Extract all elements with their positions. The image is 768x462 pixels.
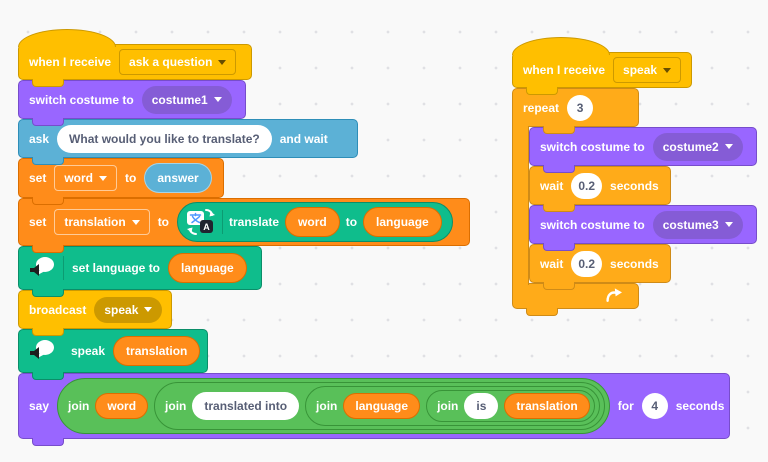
set-variable-block[interactable]: set translation to A translate word to l… [18,198,470,253]
duration-input[interactable]: 4 [641,393,668,419]
dropdown-value: ask a question [129,55,213,69]
block-label: and wait [279,131,328,146]
speech-bubble-speaker-icon [29,338,55,364]
loop-arrow-icon [604,288,624,304]
repeat-block-footer[interactable] [512,283,639,316]
block-label: switch costume to [540,217,645,232]
dropdown-value: translation [64,215,126,229]
dropdown-arrow-icon [99,175,108,181]
dropdown-arrow-icon [131,219,140,225]
block-label: join [316,399,338,413]
say-for-seconds-block[interactable]: say join word join translated into join … [18,373,730,446]
speech-bubble-speaker-icon [29,255,55,281]
costume-dropdown[interactable]: costume1 [141,85,232,114]
language-reporter[interactable]: language [168,253,247,283]
when-i-receive-block[interactable]: when I receive speak [512,37,692,95]
block-label: when I receive [29,55,112,69]
translation-reporter[interactable]: translation [504,393,590,419]
block-label: wait [540,256,564,271]
set-language-block[interactable]: set language to language [18,246,262,297]
translate-reporter[interactable]: A translate word to language [177,202,453,242]
text-input[interactable]: is [464,393,499,419]
message-dropdown[interactable]: speak [613,57,682,83]
dropdown-arrow-icon [724,144,733,149]
costume-dropdown[interactable]: costume3 [652,210,743,239]
costume-dropdown[interactable]: costume2 [652,132,743,161]
dropdown-value: word [64,171,94,185]
join-operator[interactable]: join is translation [426,390,595,422]
block-label: switch costume to [540,139,645,154]
wait-duration-input[interactable]: 0.2 [571,172,603,199]
repeat-block-arm [512,126,529,285]
block-label: join [68,399,90,413]
dropdown-value: costume2 [662,139,719,154]
join-operator[interactable]: join translated into join language join … [154,382,605,430]
divider [63,256,64,280]
broadcast-dropdown[interactable]: speak [94,296,163,323]
block-label: when I receive [523,63,606,77]
block-label: to [157,215,170,229]
block-label: join [437,399,459,413]
block-label: set language to [72,261,161,275]
block-label: broadcast [29,302,87,317]
block-label: translate [229,215,280,229]
text-input[interactable]: translated into [192,392,300,420]
ask-and-wait-block[interactable]: ask What would you like to translate? an… [18,119,358,165]
block-label: set [29,171,47,185]
switch-costume-block[interactable]: switch costume to costume1 [18,80,246,126]
variable-dropdown[interactable]: word [54,165,118,191]
dropdown-arrow-icon [218,59,227,65]
block-label: switch costume to [29,92,134,107]
dropdown-arrow-icon [724,222,733,227]
switch-costume-block[interactable]: switch costume to costume2 [529,127,757,173]
answer-reporter[interactable]: answer [144,163,212,193]
block-label: repeat [523,100,560,115]
join-operator[interactable]: join word join translated into join lang… [57,378,610,434]
block-label: seconds [610,256,659,271]
block-label: join [165,399,187,413]
translation-reporter[interactable]: translation [113,336,201,366]
block-label: set [29,215,47,229]
dropdown-arrow-icon [144,307,153,312]
dropdown-value: speak [623,63,658,77]
dropdown-value: costume3 [662,217,719,232]
dropdown-arrow-icon [213,97,222,102]
dropdown-value: speak [104,302,139,317]
dropdown-value: costume1 [151,92,208,107]
block-label: to [125,171,137,185]
message-dropdown[interactable]: ask a question [119,49,237,75]
block-label: to [345,215,358,229]
dropdown-arrow-icon [663,67,672,73]
block-label: ask [29,131,50,146]
question-input[interactable]: What would you like to translate? [57,124,272,153]
block-label: say [29,399,50,413]
language-reporter[interactable]: language [363,207,442,237]
svg-text:A: A [203,222,210,232]
repeat-count-input[interactable]: 3 [567,94,594,121]
block-label: wait [540,178,564,193]
word-reporter[interactable]: word [95,393,149,419]
block-label: seconds [610,178,659,193]
block-label: speak [71,344,106,358]
speak-block[interactable]: speak translation [18,329,208,380]
variable-dropdown[interactable]: translation [54,209,150,235]
language-reporter[interactable]: language [343,393,421,419]
divider [222,210,224,234]
wait-duration-input[interactable]: 0.2 [571,250,603,277]
when-i-receive-block[interactable]: when I receive ask a question [18,29,252,87]
word-reporter[interactable]: word [285,207,340,237]
join-operator[interactable]: join language join is translation [305,386,600,426]
block-label: seconds [675,399,725,413]
translate-icon: A [186,208,216,236]
block-label: for [617,399,634,413]
